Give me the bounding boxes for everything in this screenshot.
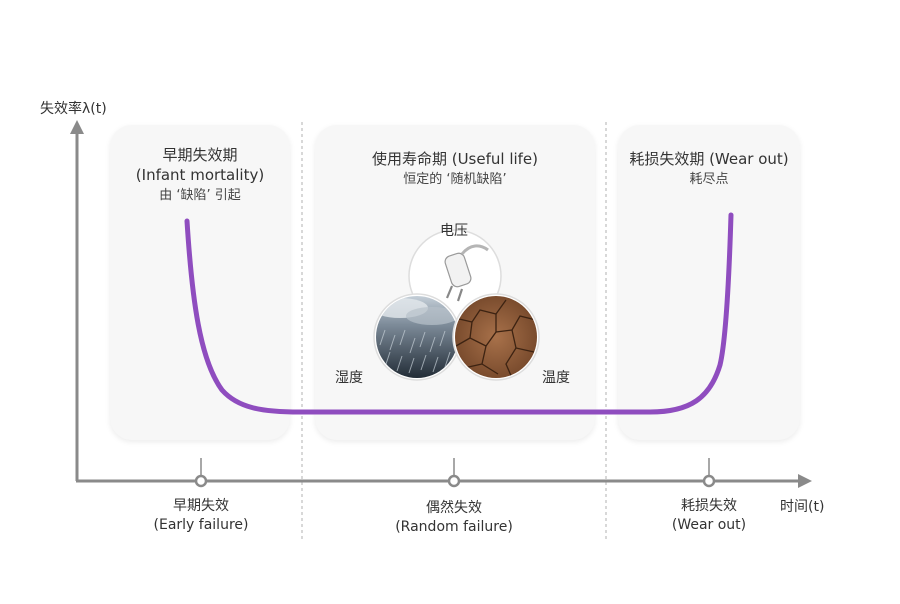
phase-cause-early: 由 ‘缺陷’ 引起 <box>159 188 241 203</box>
phase-title-wearout: 耗损失效期 (Wear out) <box>629 150 789 168</box>
phase-cause-wearout: 耗尽点 <box>689 172 729 187</box>
x-axis-label: 时间(t) <box>780 499 825 515</box>
y-axis-arrow <box>70 120 84 134</box>
axis-label-wearout-en: (Wear out) <box>671 517 747 533</box>
marker-early <box>194 458 208 488</box>
axis-label-early: 早期失效 (Early failure) <box>131 497 271 535</box>
plug-icon <box>444 244 489 302</box>
stress-factors-illustration <box>373 229 540 381</box>
axis-label-wearout-zh: 耗损失效 <box>681 498 737 514</box>
y-axis-label: 失效率λ(t) <box>40 101 107 117</box>
phase-title-early: 早期失效期 <box>162 146 238 164</box>
axis-label-random-zh: 偶然失效 <box>426 500 482 516</box>
temperature-icon <box>452 293 540 381</box>
x-axis-arrow <box>798 474 812 488</box>
axis-label-early-zh: 早期失效 <box>173 498 229 514</box>
phase-panel-useful: 使用寿命期 (Useful life) 恒定的 ‘随机缺陷’ <box>315 125 595 440</box>
humidity-label: 湿度 <box>335 370 363 386</box>
axis-label-early-en: (Early failure) <box>153 517 249 533</box>
phase-subtitle-early: (Infant mortality) <box>135 166 265 184</box>
phase-panel-early: 早期失效期 (Infant mortality) 由 ‘缺陷’ 引起 <box>110 125 290 440</box>
temperature-label: 温度 <box>542 370 570 386</box>
axis-label-random: 偶然失效 (Random failure) <box>374 499 534 537</box>
axis-label-wearout: 耗损失效 (Wear out) <box>644 497 774 535</box>
voltage-label: 电压 <box>440 223 468 239</box>
marker-random <box>447 458 461 488</box>
phase-title-useful: 使用寿命期 (Useful life) <box>371 150 539 168</box>
axis-label-random-en: (Random failure) <box>395 519 513 535</box>
phase-cause-useful: 恒定的 ‘随机缺陷’ <box>403 172 507 187</box>
failure-rate-curve <box>184 212 734 415</box>
humidity-icon <box>373 293 461 381</box>
marker-wearout <box>702 458 716 488</box>
